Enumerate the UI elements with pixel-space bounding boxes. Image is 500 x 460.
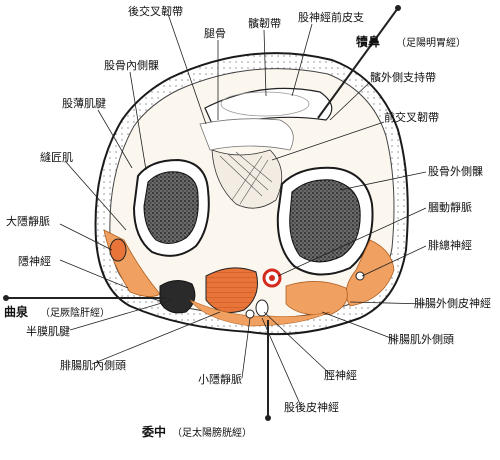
lateral-condyle-marrow	[289, 179, 361, 263]
semimembranosus	[159, 280, 196, 314]
label-common-peroneal-nerve: 腓總神經	[428, 239, 472, 252]
label-popliteal-vessels: 膕動靜脈	[428, 201, 472, 214]
posterior-fat	[189, 299, 331, 327]
label-medial-gastrocnemius: 腓腸肌內側頭	[60, 359, 126, 372]
label-lateral-retinaculum: 髕外側支持帶	[370, 71, 436, 84]
label-ququan-point: 曲泉	[4, 305, 29, 319]
label-patellar-ligament: 髕韌帶	[248, 17, 281, 30]
label-saphenous-nerve: 隱神經	[18, 255, 51, 268]
label-anterior-cruciate: 前交叉韌帶	[384, 111, 439, 124]
small-saphenous-vein	[245, 309, 255, 319]
popliteal-vein	[269, 275, 275, 281]
peroneal-nerve	[355, 271, 365, 281]
label-weizhong-point: 委中	[142, 425, 167, 439]
label-tibial-nerve: 脛神經	[324, 369, 357, 382]
leader-lines	[59, 13, 427, 405]
great-saphenous-vein	[109, 238, 127, 262]
label-posterior-femoral-cutaneous: 股後皮神經	[284, 401, 339, 414]
label-dubi-meridian: （足陽明胃經）	[396, 38, 466, 49]
label-ququan-meridian: （足厥陰肝經）	[40, 308, 110, 319]
lateral-fat	[345, 239, 395, 307]
label-lateral-gastrocnemius: 腓腸肌外側頭	[388, 333, 454, 346]
needle-ququan	[3, 295, 166, 301]
label-great-saphenous-vein: 大隱靜脈	[6, 215, 50, 228]
label-tibia: 腿骨	[204, 27, 226, 40]
lateral-gastrocnemius	[285, 281, 348, 316]
cruciate-ligaments	[211, 149, 283, 209]
label-femoral-nerve-cutaneous: 股神經前皮支	[298, 11, 364, 24]
label-posterior-cruciate: 後交叉韌帶	[128, 5, 183, 18]
label-small-saphenous-vein: 小隱靜脈	[198, 373, 242, 386]
patella-fat	[220, 91, 310, 117]
fat-pad	[199, 118, 294, 151]
label-semimembranosus: 半膜肌腱	[26, 325, 70, 338]
label-medial-femoral-condyle: 股骨內側髁	[104, 59, 159, 72]
label-dubi-point: 犢鼻	[356, 35, 381, 49]
label-lateral-femoral-condyle: 股骨外側髁	[428, 165, 483, 178]
label-gracilis-tendon: 股薄肌腱	[62, 97, 106, 110]
label-sartorius: 縫匠肌	[40, 151, 73, 164]
needle-dubi	[317, 5, 401, 119]
ligament-fibers	[219, 151, 273, 205]
medial-condyle-marrow	[143, 171, 199, 244]
needle-weizhong	[265, 320, 271, 421]
tibial-nerve	[255, 299, 269, 317]
label-lateral-sural-cutaneous: 腓腸外側皮神經	[414, 297, 491, 310]
label-weizhong-meridian: （足太陽膀胱經）	[172, 428, 252, 439]
